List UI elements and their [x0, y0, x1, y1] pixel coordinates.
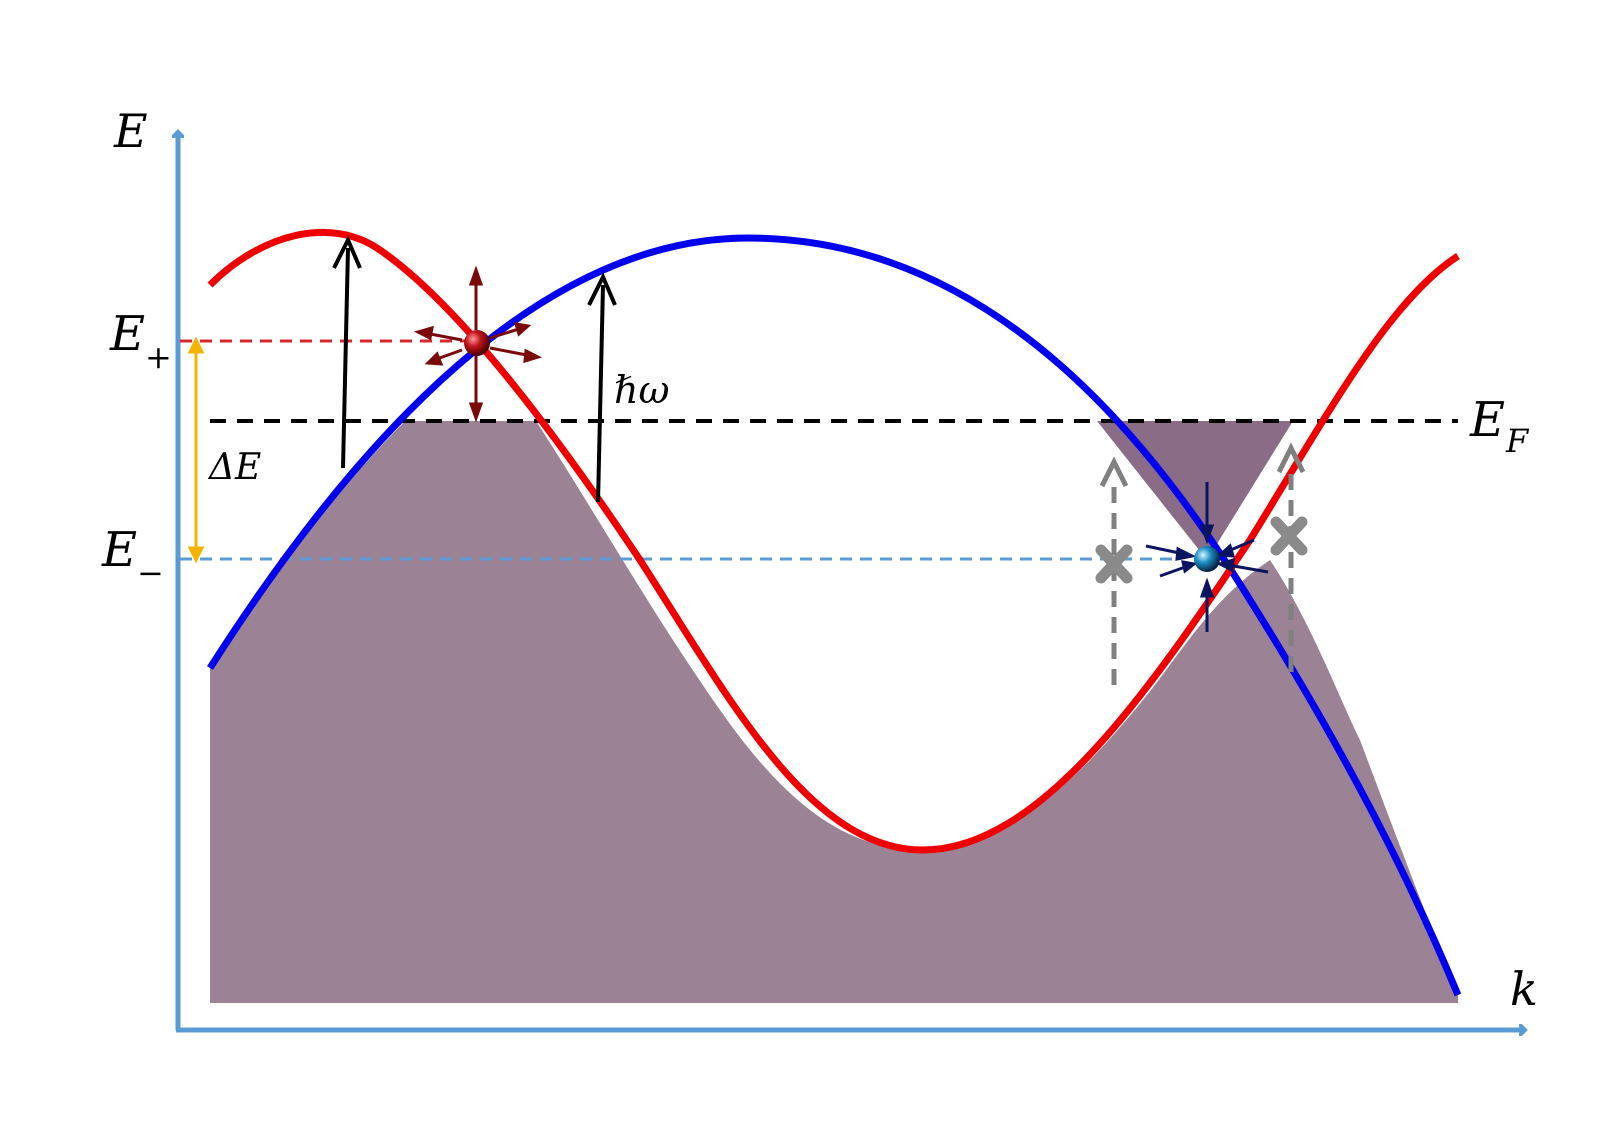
delta-e-arrow: [187, 336, 205, 564]
fermi-level-label: E: [1469, 392, 1505, 448]
transition-arrow-right: [587, 272, 617, 503]
e-plus-subscript: +: [145, 338, 172, 376]
fermi-level-subscript: F: [1505, 422, 1530, 460]
y-axis-label: E: [113, 104, 148, 158]
e-plus-label: E: [109, 306, 145, 362]
blocked-transition-right-head: [1276, 442, 1306, 474]
blue-band-curve: [207, 234, 1462, 997]
blue-sink-point-icon: [1145, 482, 1269, 632]
e-minus-subscript: −: [137, 554, 164, 592]
delta-e-label: ΔE: [207, 447, 261, 488]
occupied-pocket: [1097, 421, 1293, 560]
red-band-curve: [207, 228, 1460, 854]
occupied-states-region: [210, 421, 1458, 1003]
photon-energy-label: ℏω: [614, 368, 669, 412]
e-minus-label: E: [101, 522, 137, 578]
blocked-transition-left-head: [1099, 456, 1129, 488]
gray-x-icon: [1270, 516, 1308, 556]
red-source-point-icon: [413, 265, 543, 423]
transition-arrow-left: [332, 235, 362, 469]
gray-x-icon: [1095, 544, 1133, 584]
x-axis-label: k: [1510, 962, 1538, 1016]
